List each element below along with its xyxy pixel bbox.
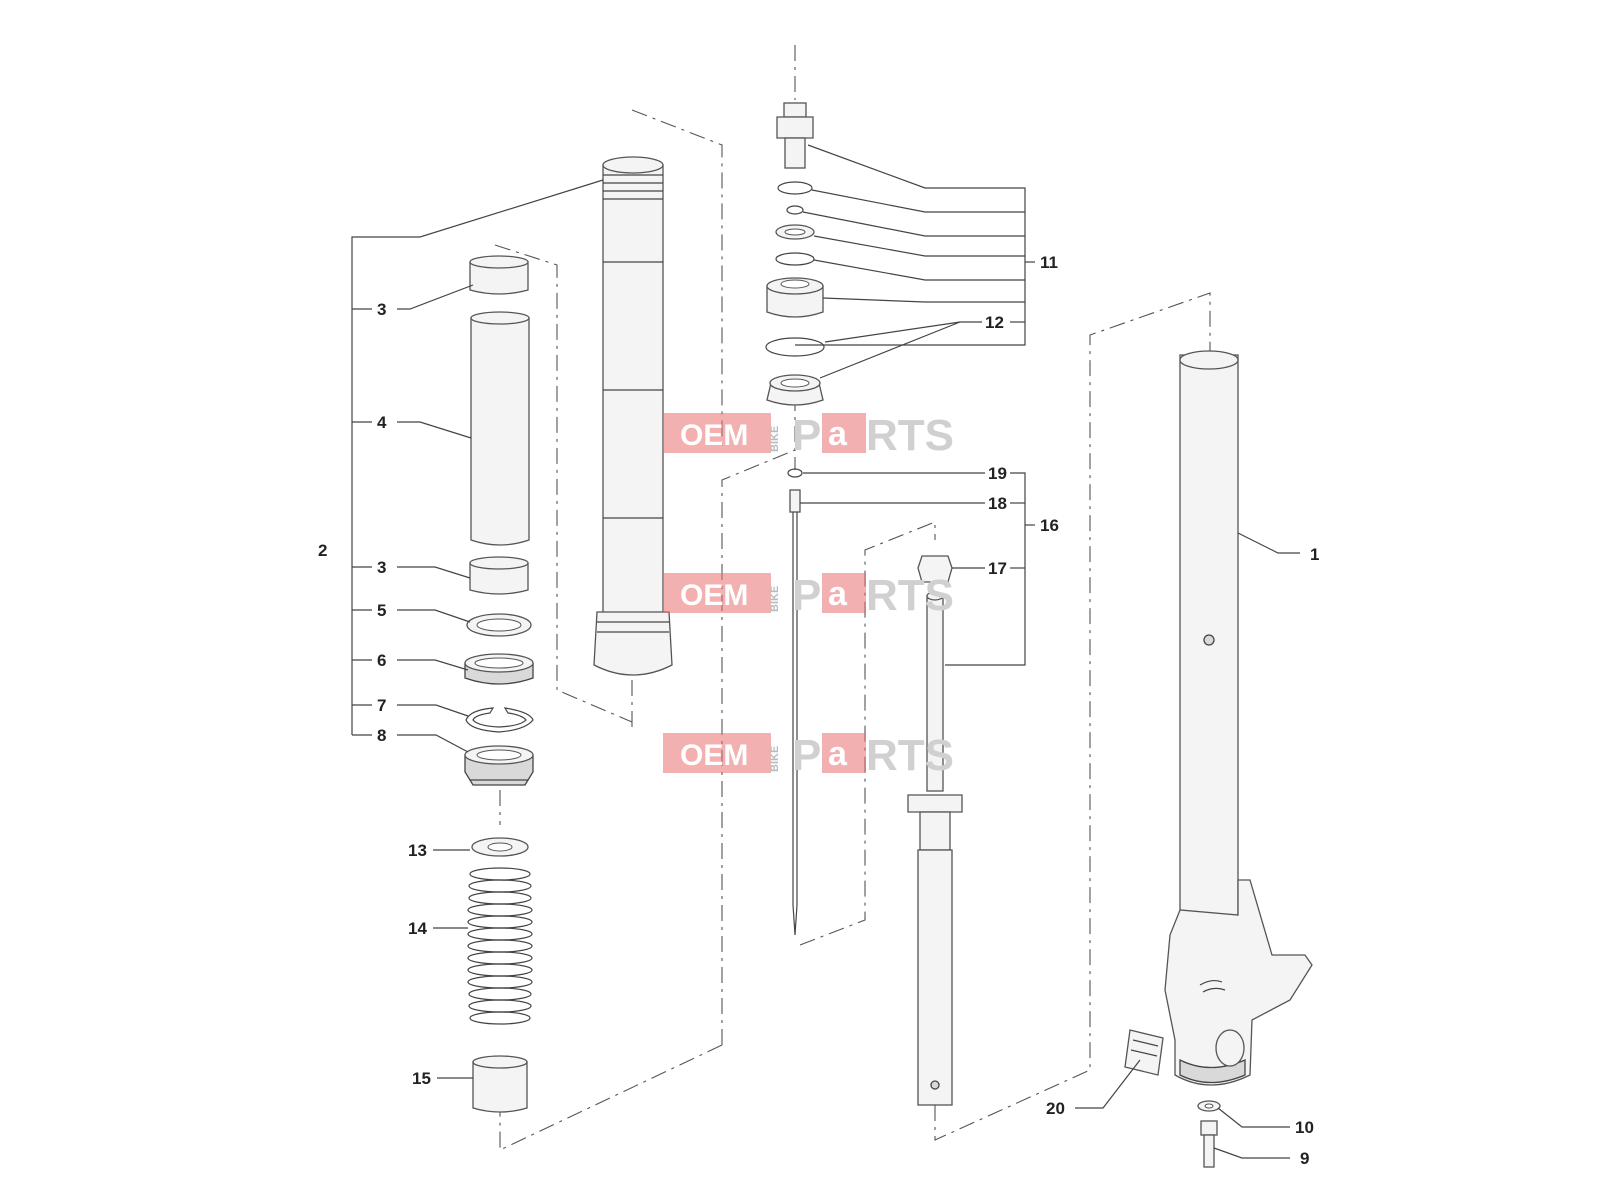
washer-5 — [466, 613, 532, 637]
bushing-upper — [469, 255, 529, 295]
fork-spring-14 — [467, 867, 533, 1025]
callout-4: 4 — [377, 413, 387, 432]
dust-seal-8 — [464, 745, 534, 786]
bushing-lower — [469, 556, 529, 595]
spacer-tube — [470, 311, 530, 546]
svg-text:BIKE: BIKE — [769, 746, 781, 772]
spacer-15 — [472, 1055, 528, 1113]
fork-cap-assembly-11 — [766, 102, 824, 318]
callout-8: 8 — [377, 726, 386, 745]
leader-lines — [351, 144, 1300, 1159]
callout-15: 15 — [412, 1069, 431, 1088]
svg-text:OEM: OEM — [680, 419, 748, 452]
callout-3-lower: 3 — [377, 558, 386, 577]
svg-text:RTS: RTS — [866, 411, 954, 460]
svg-text:a: a — [828, 575, 848, 613]
callout-17: 17 — [988, 559, 1007, 578]
callout-2: 2 — [318, 541, 327, 560]
svg-text:BIKE: BIKE — [769, 426, 781, 452]
callout-11: 11 — [1040, 253, 1058, 272]
reference-lines — [494, 45, 1211, 1151]
callout-13: 13 — [408, 841, 427, 860]
watermark-top: OEM BIKE P a RTS — [663, 411, 954, 460]
decal-20 — [1124, 1029, 1164, 1076]
callout-20: 20 — [1046, 1099, 1065, 1118]
inner-fork-tube — [593, 156, 673, 676]
svg-text:OEM: OEM — [680, 579, 748, 612]
callout-10: 10 — [1295, 1118, 1314, 1137]
svg-text:RTS: RTS — [866, 731, 954, 780]
watermark-middle: OEM BIKE P a RTS — [663, 571, 954, 620]
damper-rod-18 — [789, 489, 801, 936]
svg-text:BIKE: BIKE — [769, 586, 781, 612]
washer-10 — [1197, 1100, 1221, 1112]
callout-1: 1 — [1310, 545, 1319, 564]
callout-18: 18 — [988, 494, 1007, 513]
oil-seal-6 — [464, 653, 534, 685]
svg-text:P: P — [792, 571, 821, 620]
callout-19: 19 — [988, 464, 1007, 483]
damper-cartridge — [907, 591, 963, 1106]
svg-text:a: a — [828, 735, 848, 773]
o-ring-19 — [787, 468, 803, 478]
outer-fork-tube — [1164, 350, 1313, 1086]
bolt-9 — [1200, 1120, 1218, 1168]
retaining-clip-7 — [465, 707, 534, 733]
callout-5: 5 — [377, 601, 386, 620]
o-ring-12 — [765, 337, 825, 357]
callout-labels: 1 2 3 4 3 5 6 7 8 13 14 15 11 12 19 18 1… — [318, 253, 1319, 1168]
callout-7: 7 — [377, 696, 386, 715]
svg-text:P: P — [792, 411, 821, 460]
cap-seat — [766, 374, 824, 406]
svg-text:a: a — [828, 415, 848, 453]
callout-12: 12 — [985, 313, 1004, 332]
svg-text:RTS: RTS — [866, 571, 954, 620]
callout-16: 16 — [1040, 516, 1059, 535]
washer-13 — [471, 837, 529, 857]
callout-9: 9 — [1300, 1149, 1309, 1168]
svg-text:P: P — [792, 731, 821, 780]
callout-6: 6 — [377, 651, 386, 670]
nut-17 — [917, 555, 953, 583]
svg-text:OEM: OEM — [680, 739, 748, 772]
callout-14: 14 — [408, 919, 427, 938]
watermark-bottom: OEM BIKE P a RTS — [663, 731, 954, 780]
callout-3-upper: 3 — [377, 300, 386, 319]
